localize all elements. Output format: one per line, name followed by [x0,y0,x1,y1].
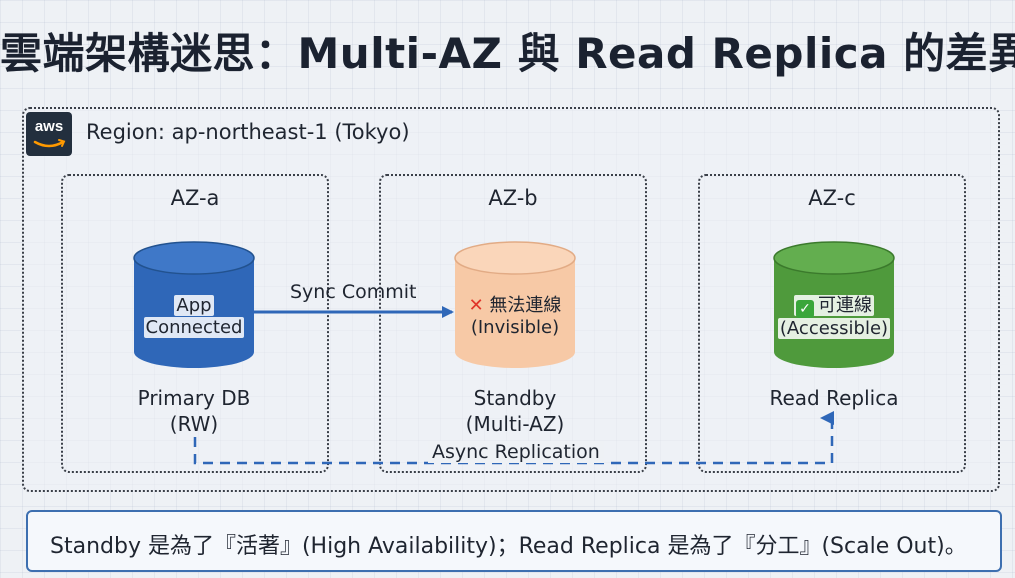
x-mark-icon: ✕ [468,295,484,316]
az-c-label: AZ-c [808,186,856,210]
primary-cyl-line2: Connected [143,317,245,338]
standby-db-mode: (Multi-AZ) [465,412,565,436]
az-b-label: AZ-b [488,186,538,210]
sync-commit-label: Sync Commit [290,281,417,303]
region-label: Region: ap-northeast-1 (Tokyo) [86,120,410,144]
aws-logo-text: aws [34,118,64,135]
aws-smile-icon [33,139,66,148]
async-replication-arrow [193,411,834,465]
replica-cyl-text: ✓可連線 (Accessible) [764,295,904,340]
primary-cyl-text: App Connected [134,295,254,339]
primary-db-label: Primary DB (RW) [94,385,294,437]
az-a-box [61,174,329,473]
az-c-box [698,174,966,473]
standby-cyl-line1: 無法連線 [489,295,562,316]
primary-cyl-line1: App [174,295,214,316]
replica-db-label: Read Replica [734,385,934,411]
primary-db-name: Primary DB [137,386,251,410]
summary-note: Standby 是為了『活著』(High Availability)；Read … [26,510,1002,572]
async-replication-label: Async Replication [428,441,604,463]
standby-db-name: Standby [473,386,557,410]
summary-note-text: Standby 是為了『活著』(High Availability)；Read … [50,534,967,559]
standby-db-label: Standby (Multi-AZ) [415,385,615,437]
aws-logo: aws [26,112,72,156]
az-b-box [379,174,647,473]
replica-cyl-line2: (Accessible) [777,318,891,339]
replica-db-name: Read Replica [769,386,899,410]
check-mark-icon: ✓ [796,300,814,318]
standby-cyl-line2: (Invisible) [470,317,560,338]
primary-db-mode: (RW) [169,412,219,436]
standby-cyl-text: ✕ 無法連線 (Invisible) [445,295,585,339]
replica-cyl-line1: 可連線 [818,295,872,316]
page-title: 雲端架構迷思：Multi-AZ 與 Read Replica 的差異 [0,29,1015,78]
az-a-label: AZ-a [170,186,220,210]
standby-db-cylinder [454,241,576,368]
